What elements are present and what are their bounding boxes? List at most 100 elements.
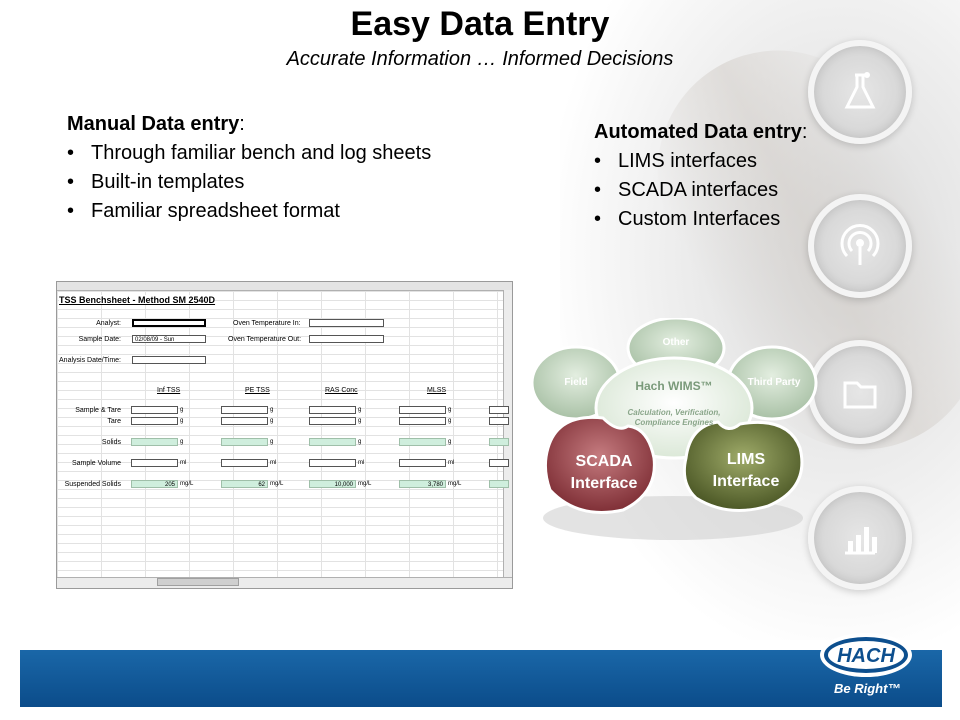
- unit-label: g: [270, 418, 274, 424]
- page-title: Easy Data Entry: [350, 5, 610, 43]
- sheet-title: TSS Benchsheet - Method SM 2540D: [59, 295, 216, 305]
- cell-input[interactable]: [489, 459, 509, 467]
- unit-label: g: [358, 418, 362, 424]
- row-label: Tare: [107, 418, 121, 425]
- unit-label: ml: [358, 460, 365, 466]
- cell-result: 10,000: [309, 480, 356, 488]
- signal-icon: [808, 194, 912, 298]
- cell-calculated: [399, 438, 446, 446]
- center-subtitle-1: Calculation, Verification,: [627, 408, 720, 417]
- horizontal-scrollbar[interactable]: [57, 577, 512, 588]
- cell-result: 205: [131, 480, 178, 488]
- cell-result: 62: [221, 480, 268, 488]
- bar-chart-icon: [808, 486, 912, 590]
- analysis-date-label: Analysis Date/Time:: [59, 357, 121, 364]
- analyst-label: Analyst:: [96, 320, 121, 327]
- footer-bar: [20, 650, 942, 707]
- cell-result: [489, 480, 509, 488]
- column-header-bar: [57, 282, 512, 291]
- sample-date-input[interactable]: 02/08/09 - Sun: [132, 335, 206, 343]
- lims-label-line2: Interface: [713, 473, 780, 490]
- folder-icon: [808, 340, 912, 444]
- cell-calculated: [221, 438, 268, 446]
- unit-label: mg/L: [448, 481, 462, 487]
- spreadsheet-screenshot: TSS Benchsheet - Method SM 2540D Analyst…: [56, 281, 513, 589]
- unit-label: mg/L: [270, 481, 284, 487]
- automated-entry-heading: Automated Data entry:: [594, 121, 808, 143]
- row-label: Suspended Solids: [64, 481, 121, 488]
- center-title: Hach WIMS™: [635, 379, 712, 393]
- list-item: LIMS interfaces: [594, 147, 807, 176]
- unit-label: mg/L: [180, 481, 194, 487]
- lims-label-line1: LIMS: [727, 451, 766, 468]
- row-label: Sample & Tare: [75, 407, 121, 414]
- unit-label: g: [448, 439, 452, 445]
- unit-label: mg/L: [358, 481, 372, 487]
- list-item: Familiar spreadsheet format: [67, 197, 431, 226]
- cell-calculated: [131, 438, 178, 446]
- oven-out-input[interactable]: [309, 335, 384, 343]
- cell-input[interactable]: [221, 406, 268, 414]
- hach-logo: HACH: [820, 633, 912, 677]
- column-header: MLSS: [427, 387, 447, 394]
- automated-entry-section: Automated Data entry: LIMS interfaces SC…: [594, 118, 807, 234]
- scada-piece: [543, 415, 656, 514]
- cell-input[interactable]: [131, 417, 178, 425]
- unit-label: ml: [270, 460, 277, 466]
- cell-input[interactable]: [309, 417, 356, 425]
- cell-input[interactable]: [309, 459, 356, 467]
- vertical-scrollbar[interactable]: [503, 290, 512, 578]
- third-party-label: Third Party: [748, 377, 801, 388]
- cell-input[interactable]: [221, 459, 268, 467]
- field-label: Field: [564, 377, 587, 388]
- sheet-grid: [57, 282, 512, 588]
- unit-label: g: [270, 439, 274, 445]
- cell-input[interactable]: [399, 417, 446, 425]
- list-item: Custom Interfaces: [594, 205, 807, 234]
- cell-input[interactable]: [309, 406, 356, 414]
- unit-label: ml: [180, 460, 187, 466]
- tagline: Be Right™: [834, 681, 901, 696]
- scada-label-line1: SCADA: [576, 453, 633, 470]
- cell-input[interactable]: [489, 417, 509, 425]
- unit-label: g: [358, 407, 362, 413]
- unit-label: g: [448, 407, 452, 413]
- list-item: Through familiar bench and log sheets: [67, 139, 431, 168]
- unit-label: g: [448, 418, 452, 424]
- logo-text: HACH: [837, 645, 895, 667]
- cell-input[interactable]: [489, 406, 509, 414]
- oven-in-label: Oven Temperature In:: [233, 320, 301, 327]
- unit-label: g: [358, 439, 362, 445]
- other-label: Other: [663, 337, 690, 348]
- cell-input[interactable]: [221, 417, 268, 425]
- unit-label: g: [180, 418, 184, 424]
- cell-input[interactable]: [399, 406, 446, 414]
- unit-label: g: [180, 439, 184, 445]
- row-label: Sample Volume: [71, 460, 121, 467]
- cell-input[interactable]: [131, 459, 178, 467]
- unit-label: g: [270, 407, 274, 413]
- unit-label: g: [180, 407, 184, 413]
- row-label: Solids: [101, 439, 121, 446]
- cell-calculated: [489, 438, 509, 446]
- column-header: Inf TSS: [157, 387, 181, 394]
- oven-in-input[interactable]: [309, 319, 384, 327]
- analysis-date-input[interactable]: [132, 356, 206, 364]
- lims-piece: [682, 420, 804, 512]
- scada-label-line2: Interface: [571, 475, 638, 492]
- manual-entry-section: Manual Data entry: Through familiar benc…: [67, 110, 431, 226]
- cell-input[interactable]: [131, 406, 178, 414]
- column-header: PE TSS: [245, 387, 270, 394]
- sample-date-label: Sample Date:: [78, 336, 121, 343]
- analyst-input[interactable]: [132, 319, 206, 327]
- column-header: RAS Conc: [325, 387, 358, 394]
- scrollbar-thumb[interactable]: [157, 578, 239, 586]
- cell-input[interactable]: [399, 459, 446, 467]
- oven-out-label: Oven Temperature Out:: [228, 336, 302, 343]
- cell-result: 3,780: [399, 480, 446, 488]
- cell-calculated: [309, 438, 356, 446]
- list-item: SCADA interfaces: [594, 176, 807, 205]
- page-subtitle: Accurate Information … Informed Decision…: [286, 48, 674, 70]
- flask-icon: [808, 40, 912, 144]
- unit-label: ml: [448, 460, 455, 466]
